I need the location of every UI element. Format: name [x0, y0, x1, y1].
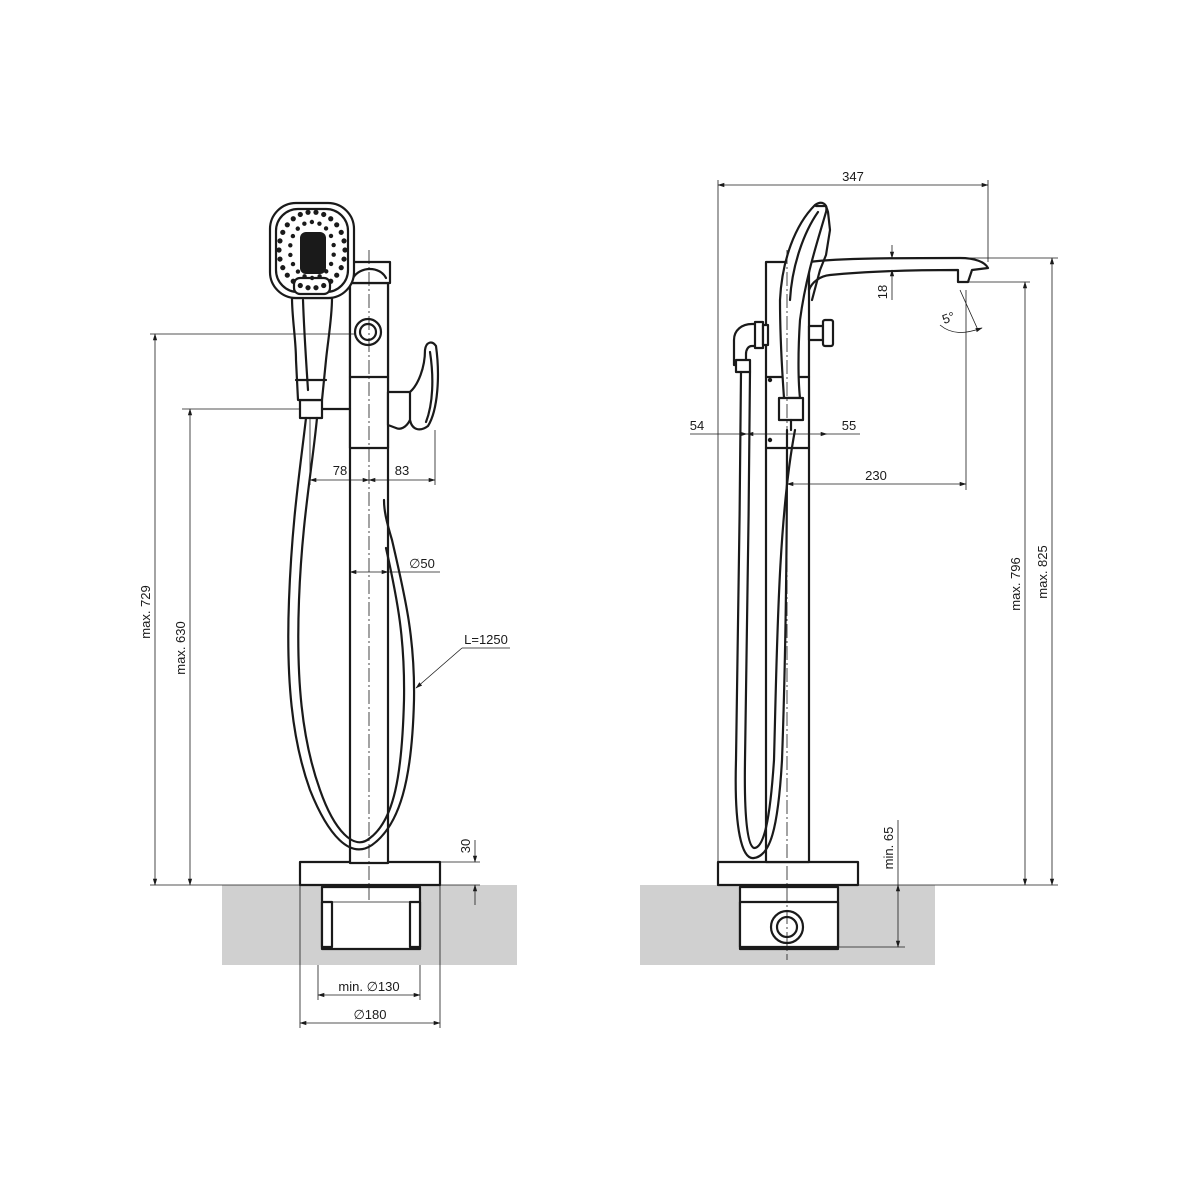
nozzle-dot	[324, 269, 329, 274]
nozzle-dot	[284, 272, 290, 278]
diverter-knob-icon	[353, 317, 383, 347]
label-54: 54	[690, 418, 704, 433]
nozzle-dot	[305, 209, 311, 215]
nozzle-dot	[309, 275, 315, 281]
base-plate-side	[716, 860, 860, 887]
nozzle-dot	[284, 222, 290, 228]
nozzle-dot	[334, 222, 340, 228]
label-83: 83	[395, 463, 409, 478]
lever-handle-front	[386, 390, 414, 430]
spout-side	[807, 256, 990, 292]
nozzle-dot	[334, 272, 340, 278]
nozzle-dot	[297, 282, 303, 289]
label-min-65: min. 65	[881, 827, 896, 870]
label-d50: ∅50	[409, 556, 435, 571]
nozzle-dot	[305, 285, 311, 291]
nozzle-dot	[331, 242, 336, 248]
nozzle-dot	[290, 278, 296, 284]
nozzle-dot	[338, 265, 344, 271]
label-min-d130: min. ∅130	[338, 979, 399, 994]
shower-holder-front	[298, 398, 324, 420]
nozzle-dot	[328, 261, 334, 267]
label-30: 30	[458, 839, 473, 853]
nozzle-dot	[328, 233, 334, 239]
nozzle-dot	[321, 282, 327, 289]
nozzle-dot	[302, 274, 307, 279]
shower-nozzles	[276, 209, 348, 291]
front-view: max. 729 max. 630 78 83 ∅50 L=1250 30 mi…	[138, 201, 517, 1028]
nozzle-dot	[297, 211, 303, 218]
nozzle-dot	[338, 229, 344, 235]
nozzle-dot	[290, 216, 296, 222]
nozzle-dot	[290, 261, 296, 267]
nozzle-dot	[295, 269, 301, 274]
nozzle-dot	[276, 247, 282, 253]
label-d180: ∅180	[353, 1007, 386, 1022]
label-5deg: 5°	[940, 309, 957, 327]
diverter-knob-side	[807, 324, 825, 342]
nozzle-dot	[280, 265, 286, 271]
nozzle-dot	[317, 274, 322, 279]
nozzle-dot	[288, 243, 293, 248]
spray-plate-center	[300, 232, 326, 274]
label-max-729: max. 729	[138, 585, 153, 638]
label-55: 55	[842, 418, 856, 433]
hand-shower-handle	[290, 296, 334, 402]
label-78: 78	[333, 463, 347, 478]
mounting-box-cap-left	[320, 900, 334, 949]
shower-hose-front	[287, 416, 416, 851]
nozzle-dot	[342, 247, 348, 253]
side-view: 347 18 5° 54 55 230 max. 796 max. 825 mi…	[640, 169, 1058, 965]
nozzle-dot	[328, 216, 334, 222]
label-max-825: max. 825	[1035, 545, 1050, 598]
base-plate-front	[298, 860, 442, 887]
nozzle-dot	[277, 256, 283, 262]
nozzle-dot	[328, 278, 334, 284]
nozzle-dot	[317, 221, 322, 226]
nozzle-dot	[277, 238, 283, 244]
hand-shower-side	[778, 201, 828, 400]
nozzle-dot	[331, 252, 336, 257]
shower-hose-side	[734, 370, 789, 860]
nozzle-dot	[288, 252, 293, 258]
nozzle-dot	[313, 209, 319, 215]
label-max-630: max. 630	[173, 621, 188, 674]
nozzle-dot	[313, 285, 319, 291]
nozzle-dot	[323, 226, 329, 231]
nozzle-dot	[341, 238, 347, 244]
hose-elbow-connector	[732, 322, 758, 367]
nozzle-dot	[302, 221, 307, 226]
label-347: 347	[842, 169, 864, 184]
nozzle-dot	[309, 219, 315, 225]
dim-line-5deg	[959, 289, 979, 331]
nozzle-dot	[295, 226, 300, 231]
spout-cap-front	[348, 260, 392, 285]
hose-leader	[415, 647, 463, 689]
label-230: 230	[865, 468, 887, 483]
label-max-796: max. 796	[1008, 557, 1023, 610]
mounting-box-front	[320, 885, 422, 951]
nozzle-dot	[280, 229, 286, 235]
nozzle-dot	[341, 256, 347, 262]
nozzle-dot	[321, 211, 327, 218]
mounting-box-cap-right	[408, 900, 422, 949]
label-18: 18	[875, 285, 890, 299]
nozzle-dot	[290, 233, 296, 239]
label-hose-length: L=1250	[464, 632, 508, 647]
